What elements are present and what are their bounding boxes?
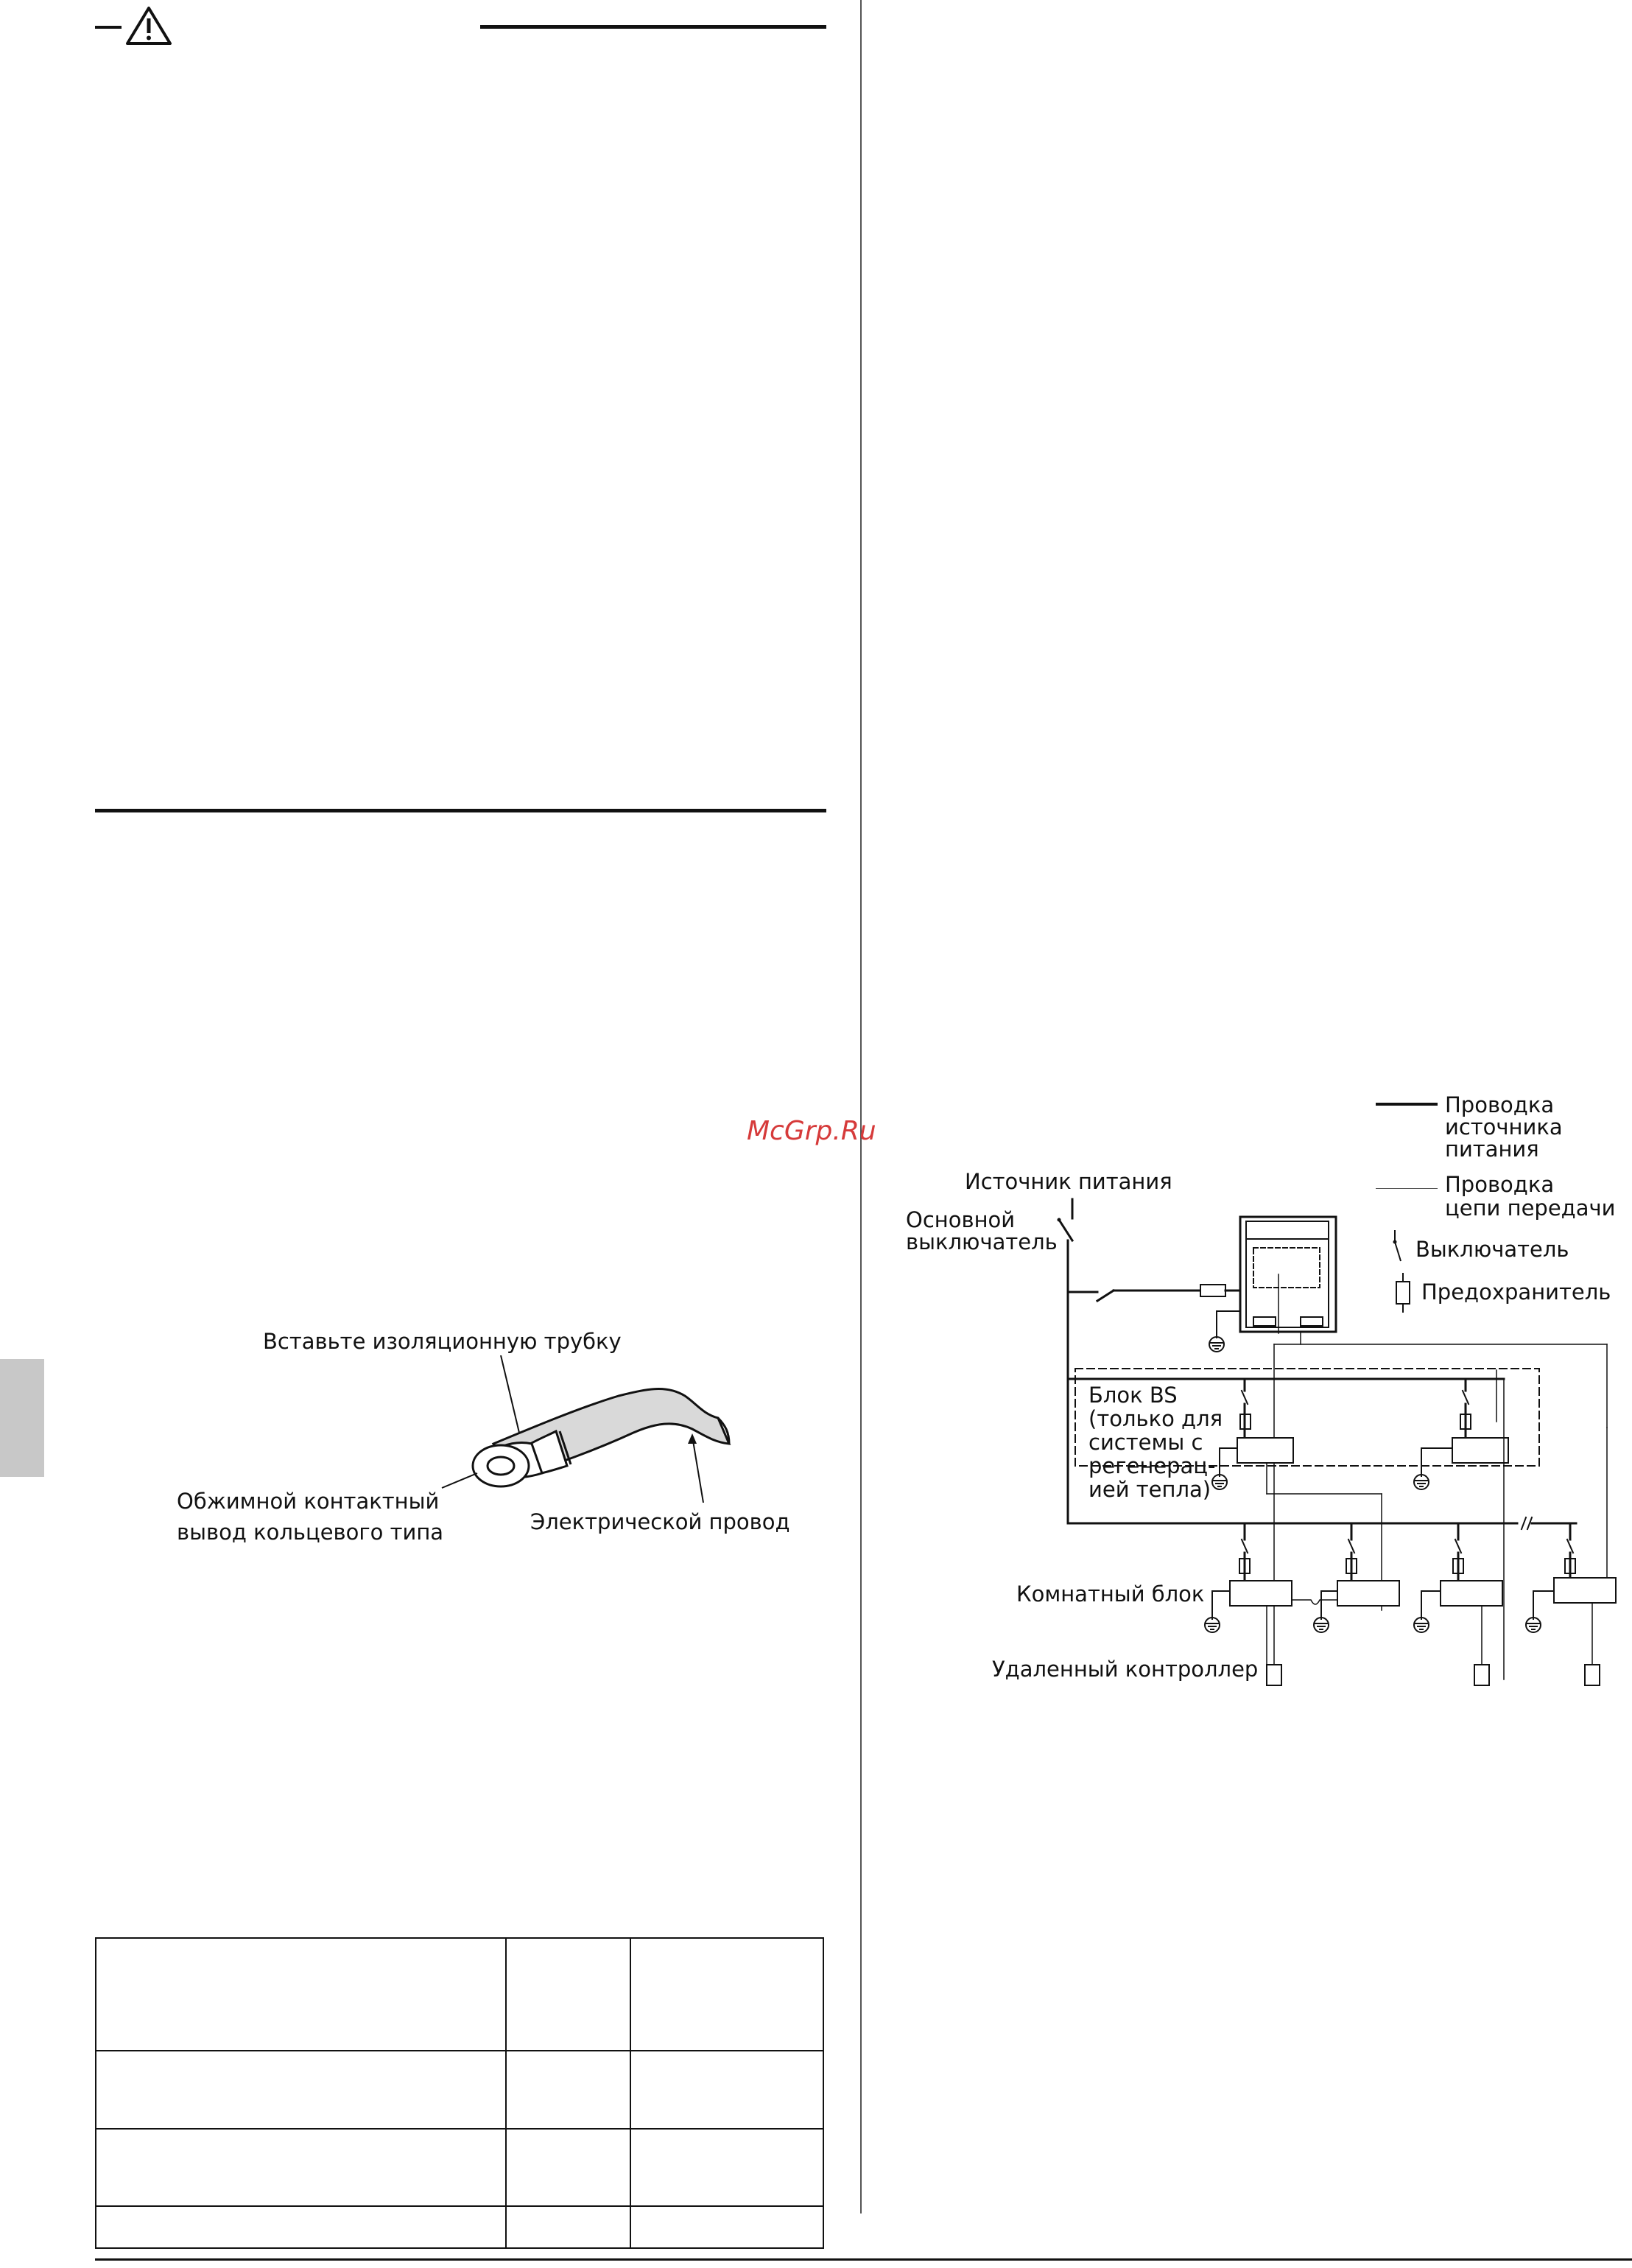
power-supply-label: Источник питания <box>965 1169 1172 1194</box>
main-switch-label-line2: выключатель <box>906 1229 1058 1254</box>
table-cell <box>630 1937 824 2052</box>
table-cell <box>95 2127 507 2207</box>
legend-fuse-label: Предохранитель <box>1421 1279 1611 1305</box>
legend-power-line <box>1376 1103 1438 1106</box>
table-row <box>95 2205 824 2250</box>
page-bottom-rule <box>95 2258 1632 2261</box>
wire-label: Электрической провод <box>530 1509 790 1534</box>
table-cell <box>95 2050 507 2130</box>
insulation-tube-label: Вставьте изоляционную трубку <box>263 1329 622 1354</box>
table-cell <box>630 2205 824 2250</box>
bs-unit-label-line2: (только для <box>1088 1406 1223 1431</box>
main-switch-label-line1: Основной <box>906 1207 1016 1232</box>
table-row <box>95 1937 824 2052</box>
table-cell <box>505 2127 631 2207</box>
legend-power-label-line1: Проводка <box>1445 1092 1555 1117</box>
spec-table <box>95 1937 824 2250</box>
legend-transmission-label-line2: цепи передачи <box>1445 1196 1616 1221</box>
section-divider <box>95 809 826 812</box>
wiring-schematic <box>1057 1198 1617 1686</box>
table-cell <box>630 2127 824 2207</box>
table-row <box>95 2050 824 2130</box>
section-top-rule <box>480 25 826 29</box>
column-separator <box>860 0 862 2213</box>
bs-unit-label-line5: ией тепла) <box>1088 1477 1211 1502</box>
table-cell <box>95 1937 507 2052</box>
ring-terminal-drawing <box>441 1355 731 1503</box>
bs-unit-label-line1: Блок BS <box>1088 1383 1178 1408</box>
table-cell <box>630 2050 824 2130</box>
table-row <box>95 2127 824 2207</box>
legend-switch-label: Выключатель <box>1415 1237 1569 1262</box>
ring-terminal-label-line2: вывод кольцевого типа <box>177 1520 444 1545</box>
table-cell <box>505 1937 631 2052</box>
sidebar-tab <box>0 1359 44 1477</box>
indoor-unit-label: Комнатный блок <box>1016 1581 1205 1607</box>
legend-power-label-line3: питания <box>1445 1137 1539 1162</box>
table-cell <box>95 2205 507 2250</box>
legend-switch-icon <box>1393 1230 1401 1262</box>
legend-fuse-icon <box>1396 1273 1410 1313</box>
header-dash <box>95 26 122 29</box>
remote-controller-label: Удаленный контроллер <box>992 1657 1259 1682</box>
warning-triangle-icon <box>126 7 172 45</box>
watermark: McGrp.Ru <box>747 1116 876 1146</box>
table-cell <box>505 2050 631 2130</box>
bs-unit-label-line3: системы с <box>1088 1430 1203 1455</box>
legend-transmission-line <box>1376 1188 1438 1189</box>
table-cell <box>505 2205 631 2250</box>
legend-power-label-line2: источника <box>1445 1114 1563 1140</box>
legend-transmission-label-line1: Проводка <box>1445 1172 1555 1197</box>
ring-terminal-label-line1: Обжимной контактный <box>177 1489 440 1514</box>
